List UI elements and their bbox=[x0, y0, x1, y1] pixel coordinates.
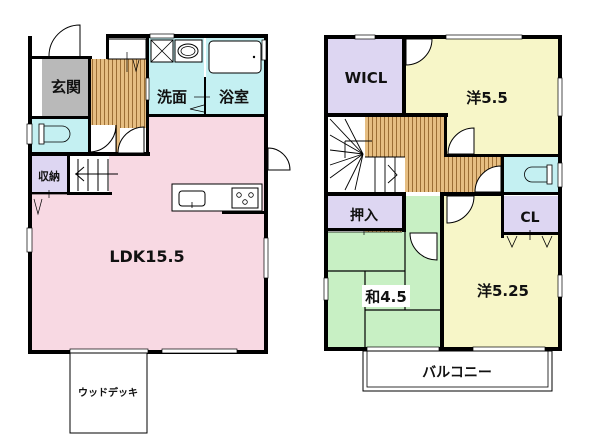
label-oshiire: 押入 bbox=[350, 207, 378, 224]
doors-floor1 bbox=[48, 24, 291, 171]
balcony bbox=[362, 350, 553, 392]
label-yo525: 洋5.25 bbox=[477, 282, 529, 300]
walls-floor2 bbox=[324, 35, 562, 351]
stairs-floor2 bbox=[329, 118, 405, 192]
label-wicl: WICL bbox=[345, 69, 388, 87]
label-yokushitsu: 浴室 bbox=[219, 88, 249, 106]
toilet-icon bbox=[38, 123, 71, 145]
genkan-floor bbox=[42, 59, 90, 116]
floor-2: WICL 洋5.5 押入 CL 和4.5 洋5.25 バルコニー bbox=[323, 34, 563, 392]
label-balcony: バルコニー bbox=[422, 365, 492, 381]
label-yo55: 洋5.5 bbox=[466, 89, 508, 107]
shuno-floor bbox=[32, 156, 67, 193]
toilet2-icon bbox=[524, 164, 553, 185]
stairs-floor1 bbox=[75, 159, 118, 191]
label-cl: CL bbox=[520, 210, 539, 226]
windows-floor2 bbox=[323, 34, 563, 352]
wood-deck bbox=[69, 352, 148, 434]
wicl-floor bbox=[328, 39, 403, 113]
doors-floor2 bbox=[405, 38, 502, 261]
floor-1: 玄関 洗面 浴室 収納 LDK15.5 ウッドデッキ bbox=[26, 24, 291, 434]
label-shuno: 収納 bbox=[38, 169, 60, 183]
label-washitsu: 和4.5 bbox=[365, 288, 407, 306]
label-genkan: 玄関 bbox=[51, 78, 81, 96]
oshiire-floor bbox=[328, 196, 402, 228]
label-ldk: LDK15.5 bbox=[109, 247, 184, 266]
kitchen-counter bbox=[171, 183, 264, 214]
bathtub-icon bbox=[208, 40, 262, 74]
wash-basin-icon bbox=[174, 39, 203, 63]
washing-machine-icon bbox=[150, 39, 174, 63]
cl-door-marks bbox=[506, 230, 553, 248]
label-wood-deck: ウッドデッキ bbox=[78, 386, 138, 399]
label-senmen: 洗面 bbox=[157, 88, 187, 106]
